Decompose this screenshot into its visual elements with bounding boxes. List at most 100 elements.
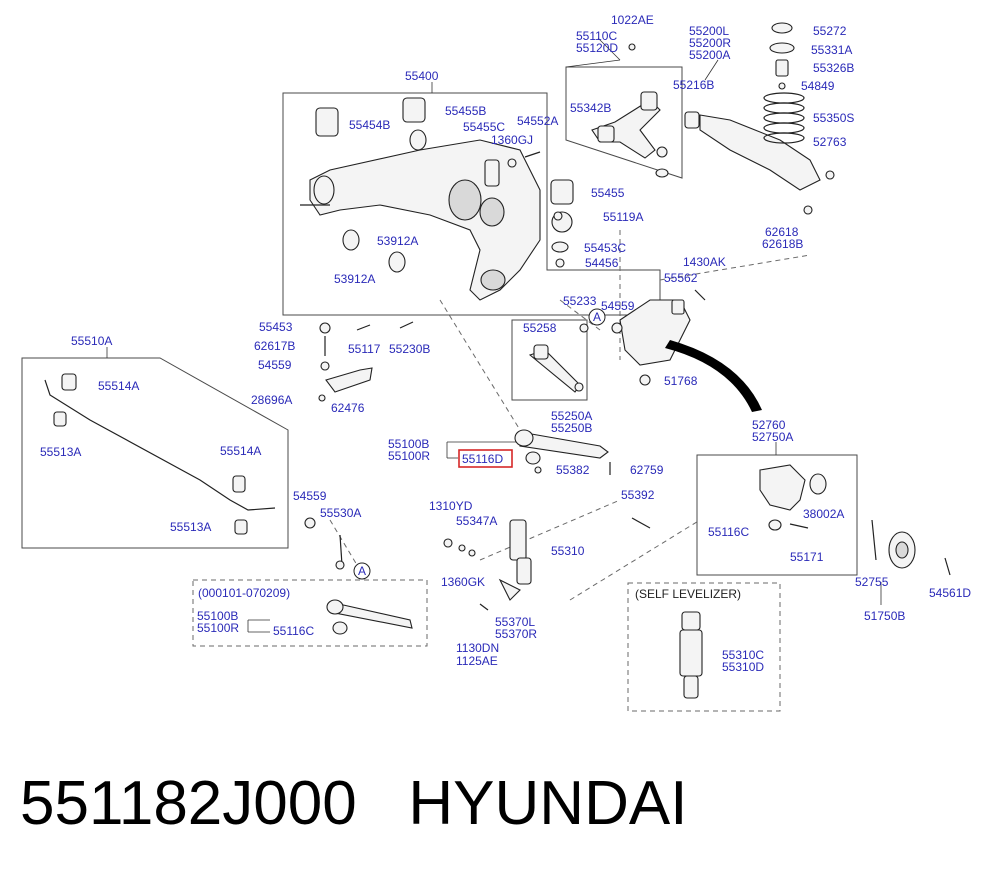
label-51768: 51768 (664, 374, 698, 388)
label-55350S: 55350S (813, 111, 854, 125)
label-38002A: 38002A (803, 507, 844, 521)
label-54559-1: 54559 (601, 299, 635, 313)
trailing-arm-upper (684, 111, 835, 215)
label-62618B: 62618B (762, 237, 803, 251)
label-51750B: 51750B (864, 609, 905, 623)
self-levelizer-shock (679, 611, 703, 699)
label-55116C-1: 55116C (708, 525, 749, 539)
stabilizer-frame (21, 357, 289, 549)
label-55455C: 55455C (463, 120, 505, 134)
label-54561D: 54561D (929, 586, 971, 600)
label-55370L: 55370L (495, 615, 535, 629)
label-55455: 55455 (591, 186, 625, 200)
label-55216B: 55216B (673, 78, 714, 92)
leader-lines (106, 37, 882, 633)
label-62476: 62476 (331, 401, 365, 415)
label-1310YD: 1310YD (429, 499, 473, 513)
label-55514A-2: 55514A (220, 444, 261, 458)
subframe-frame (282, 92, 661, 316)
label-62759: 62759 (630, 463, 664, 477)
label-a-1: A (593, 310, 601, 324)
label-55342B: 55342B (570, 101, 611, 115)
stabilizer-links (304, 321, 414, 570)
label-55230B: 55230B (389, 342, 430, 356)
label-55200L: 55200L (689, 24, 729, 38)
label-54559-2: 54559 (258, 358, 292, 372)
label-54559-3: 54559 (293, 489, 327, 503)
label-55100R: 55100R (388, 449, 430, 463)
label-55454B: 55454B (349, 118, 390, 132)
label-1360GJ: 1360GJ (491, 133, 533, 147)
label-62618: 62618 (765, 225, 799, 239)
label-55530A: 55530A (320, 506, 361, 520)
upper-arm-frame (565, 66, 683, 179)
label-55400: 55400 (405, 69, 439, 83)
label-55200R: 55200R (689, 36, 731, 50)
label-55453C: 55453C (584, 241, 626, 255)
knuckle-parts (759, 464, 827, 531)
bushings-subframe (315, 97, 574, 273)
knuckle-frame (696, 454, 858, 576)
label-54552A: 54552A (517, 114, 558, 128)
old-lower-arm (326, 599, 413, 635)
callout-arrow (665, 340, 762, 412)
label-55382: 55382 (556, 463, 590, 477)
label-55453: 55453 (259, 320, 293, 334)
label-date-range: (000101-070209) (198, 586, 290, 600)
label-55455B: 55455B (445, 104, 486, 118)
label-52763: 52763 (813, 135, 847, 149)
lower-arm-assembly (514, 429, 611, 475)
trailing-link (528, 323, 589, 393)
stabilizer-bar (44, 373, 276, 535)
trailing-arm-frame (511, 319, 588, 401)
label-55272: 55272 (813, 24, 847, 38)
label-1022AE: 1022AE (611, 13, 654, 27)
label-55100B: 55100B (388, 437, 429, 451)
label-55331A: 55331A (811, 43, 852, 57)
shock-absorber (443, 517, 651, 611)
label-55347A: 55347A (456, 514, 497, 528)
upper-arm (591, 43, 669, 178)
label-55310C: 55310C (722, 648, 764, 662)
label-1130DN: 1130DN (456, 641, 499, 655)
label-55100B-2: 55100B (197, 609, 238, 623)
label-55250A: 55250A (551, 409, 592, 423)
label-a-2: A (358, 564, 366, 578)
highlight-box (458, 449, 513, 468)
label-54456: 54456 (585, 256, 619, 270)
label-55171: 55171 (790, 550, 824, 564)
label-54849: 54849 (801, 79, 835, 93)
label-55110C: 55110C (576, 29, 617, 43)
label-55100R-2: 55100R (197, 621, 239, 635)
label-55258: 55258 (523, 321, 557, 335)
label-55513A-1: 55513A (40, 445, 81, 459)
marker-a-circle-1 (588, 308, 606, 326)
label-52750A: 52750A (752, 430, 793, 444)
rear-subframe (300, 129, 541, 301)
label-self-levelizer: (SELF LEVELIZER) (635, 587, 741, 601)
label-55117: 55117 (348, 342, 381, 356)
label-1125AE: 1125AE (456, 654, 498, 668)
label-55200A: 55200A (689, 48, 730, 62)
label-55513A-2: 55513A (170, 520, 211, 534)
label-1430AK: 1430AK (683, 255, 726, 269)
label-55116D: 55116D (462, 452, 503, 466)
label-55119A: 55119A (603, 210, 643, 224)
label-53912A-2: 53912A (334, 272, 375, 286)
label-55514A-1: 55514A (98, 379, 139, 393)
label-62617B: 62617B (254, 339, 295, 353)
label-1360GK: 1360GK (441, 575, 485, 589)
label-55370R: 55370R (495, 627, 537, 641)
coil-spring (763, 22, 805, 144)
part-labels: 1022AE 55110C 55120D 55200L 55200R 55200… (40, 13, 971, 674)
label-53912A-1: 53912A (377, 234, 418, 248)
label-28696A: 28696A (251, 393, 292, 407)
old-arm-dashed-frame (192, 579, 428, 647)
label-55310D: 55310D (722, 660, 764, 674)
label-55120D: 55120D (576, 41, 618, 55)
label-55510A: 55510A (71, 334, 112, 348)
label-55326B: 55326B (813, 61, 854, 75)
label-55116C-2: 55116C (273, 624, 314, 638)
label-55392: 55392 (621, 488, 655, 502)
